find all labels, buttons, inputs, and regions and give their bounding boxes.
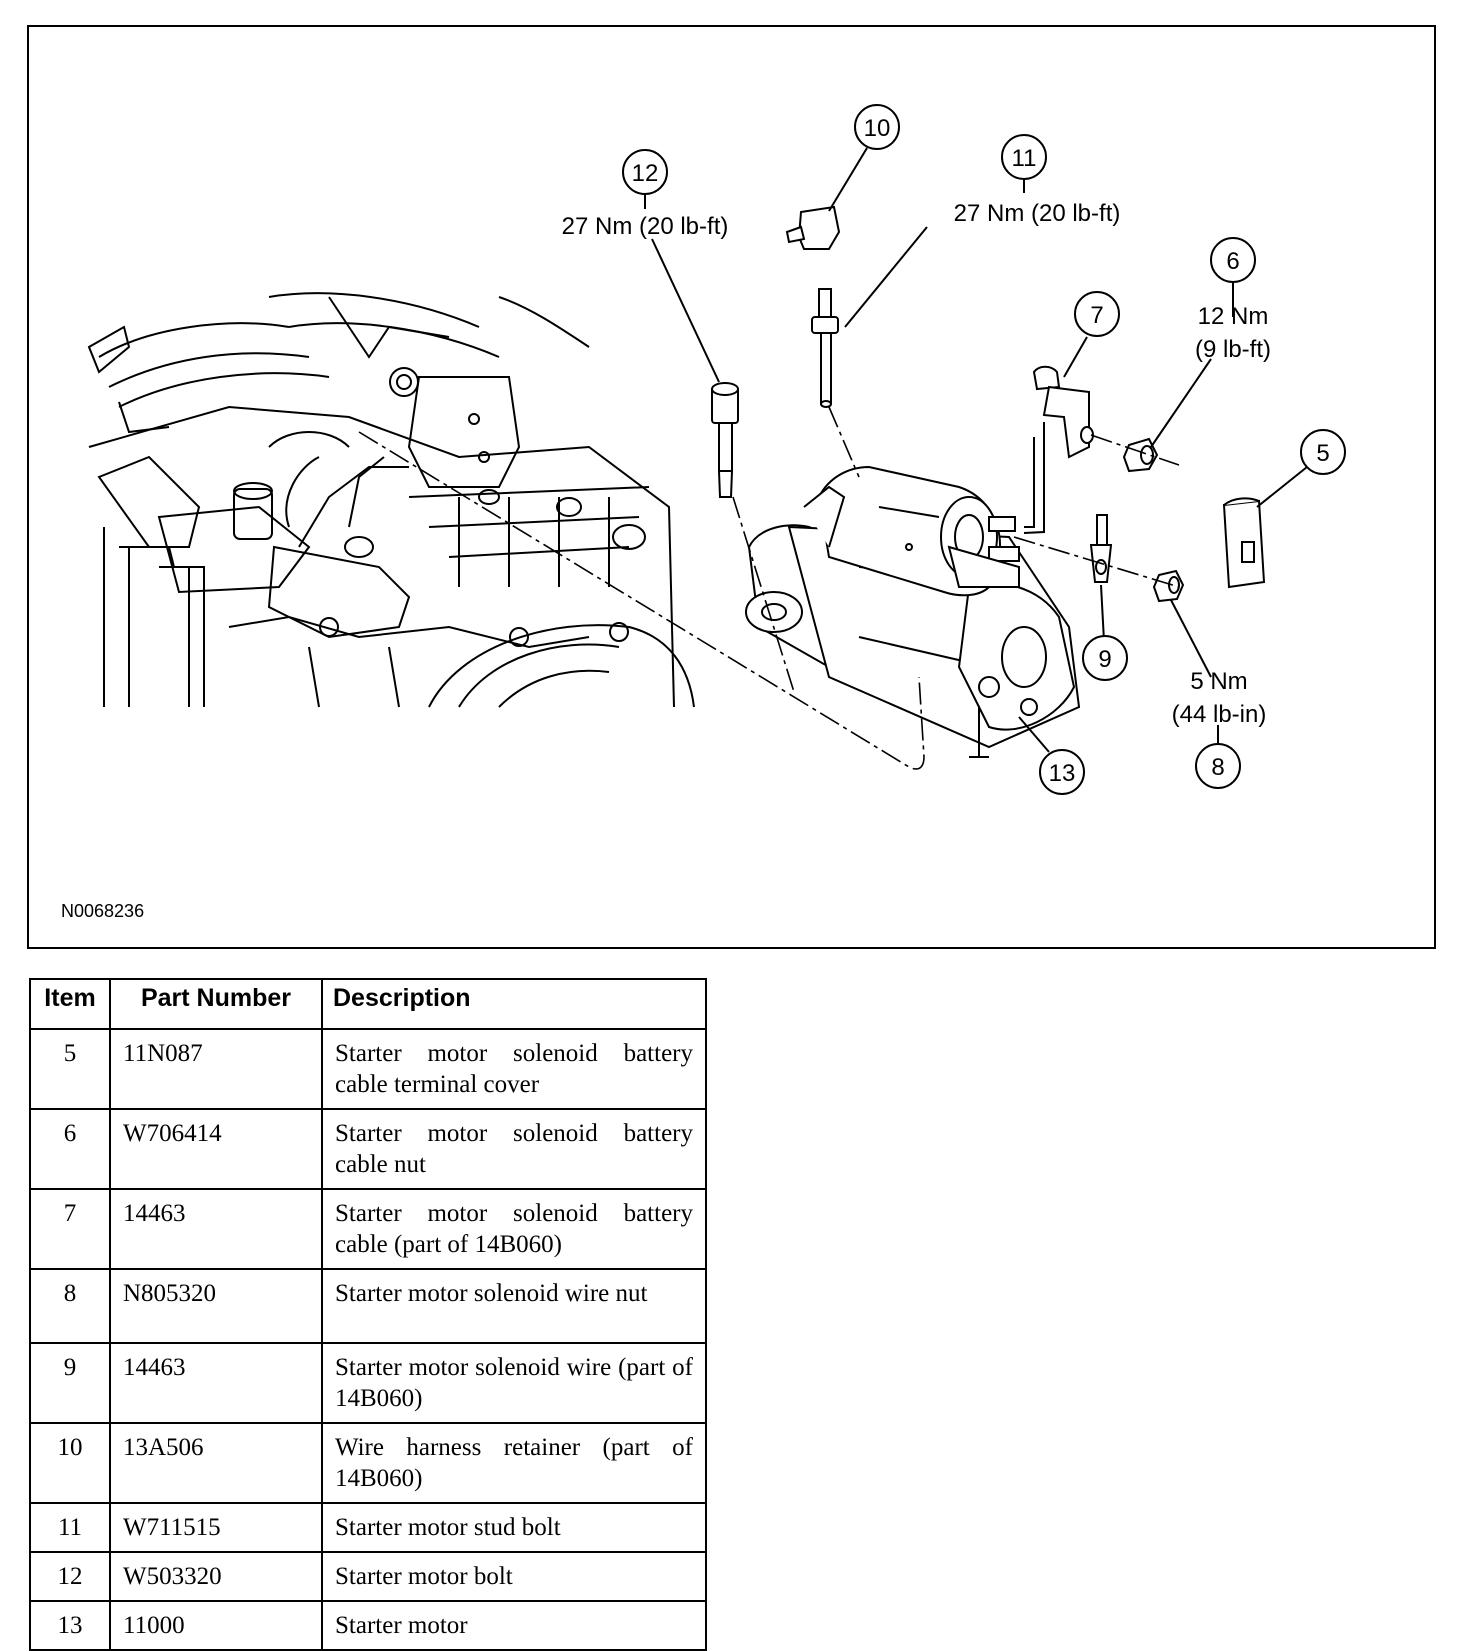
- cell-description: Starter motor solenoid battery cable nut: [321, 1108, 707, 1190]
- cell-item: 10: [29, 1422, 111, 1504]
- table-row: 7 14463 Starter motor solenoid battery c…: [29, 1188, 707, 1270]
- header-item: Item: [29, 978, 111, 1030]
- cell-item: 12: [29, 1551, 111, 1602]
- callout-13: 13: [1039, 749, 1085, 795]
- svg-text:27 Nm (20 lb-ft): 27 Nm (20 lb-ft): [954, 200, 1121, 227]
- leader-lines: [644, 147, 1308, 753]
- cell-part-number: 11000: [109, 1600, 323, 1651]
- cell-description: Starter motor solenoid battery cable (pa…: [321, 1188, 707, 1270]
- svg-text:10: 10: [864, 115, 891, 142]
- cell-part-number: 13A506: [109, 1422, 323, 1504]
- cell-description: Starter motor: [321, 1600, 707, 1651]
- engine-block-illustration: [87, 292, 695, 708]
- svg-text:5 Nm: 5 Nm: [1190, 668, 1247, 695]
- cell-description: Wire harness retainer (part of 14B060): [321, 1422, 707, 1504]
- cell-description: Starter motor bolt: [321, 1551, 707, 1602]
- cell-part-number: W706414: [109, 1108, 323, 1190]
- starter-motor-stud-bolt-illustration: [811, 288, 839, 408]
- cell-part-number: W503320: [109, 1551, 323, 1602]
- svg-text:11: 11: [1012, 145, 1037, 172]
- callout-5: 5: [1300, 429, 1346, 475]
- battery-cable-nut-illustration: [1122, 437, 1159, 473]
- svg-text:5: 5: [1316, 440, 1329, 467]
- callout-10: 10: [854, 104, 900, 150]
- starter-motor-bolt-illustration: [711, 382, 739, 498]
- cell-item: 5: [29, 1028, 111, 1110]
- cell-item: 7: [29, 1188, 111, 1270]
- cell-item: 13: [29, 1600, 111, 1651]
- callout-8: 5 Nm (44 lb-in) 8: [1172, 668, 1267, 789]
- wire-harness-retainer-illustration: [785, 205, 841, 250]
- starter-motor-illustration: [745, 465, 1081, 758]
- center-lines: [358, 406, 1180, 770]
- cell-item: 6: [29, 1108, 111, 1190]
- svg-text:8: 8: [1211, 754, 1224, 781]
- cell-item: 9: [29, 1342, 111, 1424]
- svg-text:12: 12: [632, 160, 659, 187]
- cell-description: Starter motor stud bolt: [321, 1502, 707, 1553]
- cell-part-number: 11N087: [109, 1028, 323, 1110]
- svg-text:12 Nm: 12 Nm: [1198, 303, 1269, 330]
- table-row: 12 W503320 Starter motor bolt: [29, 1551, 707, 1602]
- solenoid-wire-illustration: [1089, 514, 1113, 583]
- table-row: 13 11000 Starter motor: [29, 1600, 707, 1651]
- figure-id: N0068236: [61, 901, 145, 921]
- table-header-row: Item Part Number Description: [29, 978, 707, 1030]
- cell-part-number: 14463: [109, 1188, 323, 1270]
- starter-motor-diagram: 12 27 Nm (20 lb-ft) 10 11 27 Nm (20 lb-f…: [87, 104, 1346, 795]
- svg-text:9: 9: [1098, 646, 1111, 673]
- table-row: 10 13A506 Wire harness retainer (part of…: [29, 1422, 707, 1504]
- exploded-view-figure: 12 27 Nm (20 lb-ft) 10 11 27 Nm (20 lb-f…: [27, 25, 1436, 949]
- header-part-number: Part Number: [109, 978, 323, 1030]
- table-row: 5 11N087 Starter motor solenoid battery …: [29, 1028, 707, 1110]
- callout-12: 12 27 Nm (20 lb-ft): [562, 149, 729, 240]
- cell-item: 11: [29, 1502, 111, 1553]
- callout-11: 11 27 Nm (20 lb-ft): [954, 134, 1121, 227]
- svg-text:7: 7: [1090, 302, 1103, 329]
- solenoid-wire-nut-illustration: [1152, 569, 1185, 603]
- svg-text:6: 6: [1226, 248, 1239, 275]
- table-row: 11 W711515 Starter motor stud bolt: [29, 1502, 707, 1553]
- svg-text:27 Nm (20 lb-ft): 27 Nm (20 lb-ft): [562, 213, 729, 240]
- svg-text:13: 13: [1049, 760, 1076, 787]
- cell-description: Starter motor solenoid battery cable ter…: [321, 1028, 707, 1110]
- table-row: 8 N805320 Starter motor solenoid wire nu…: [29, 1268, 707, 1344]
- svg-text:(9 lb-ft): (9 lb-ft): [1195, 336, 1271, 363]
- header-description: Description: [321, 978, 707, 1030]
- battery-cable-illustration: [1023, 365, 1094, 534]
- parts-table: Item Part Number Description 5 11N087 St…: [29, 978, 707, 1651]
- cell-description: Starter motor solenoid wire nut: [321, 1268, 707, 1344]
- callout-6: 6 12 Nm (9 lb-ft): [1195, 237, 1271, 363]
- cell-item: 8: [29, 1268, 111, 1344]
- cell-part-number: N805320: [109, 1268, 323, 1344]
- terminal-cover-illustration: [1222, 497, 1266, 589]
- cell-part-number: 14463: [109, 1342, 323, 1424]
- cell-part-number: W711515: [109, 1502, 323, 1553]
- table-row: 9 14463 Starter motor solenoid wire (par…: [29, 1342, 707, 1424]
- callout-9: 9: [1082, 635, 1128, 681]
- callout-7: 7: [1074, 291, 1120, 337]
- svg-text:(44 lb-in): (44 lb-in): [1172, 701, 1267, 728]
- cell-description: Starter motor solenoid wire (part of 14B…: [321, 1342, 707, 1424]
- table-row: 6 W706414 Starter motor solenoid battery…: [29, 1108, 707, 1190]
